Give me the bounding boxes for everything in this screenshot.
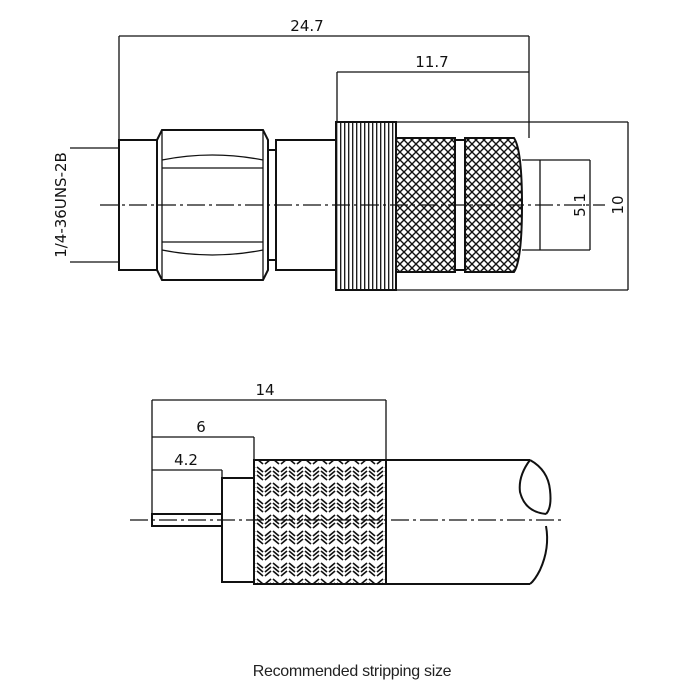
ribbed-grip — [335, 121, 397, 291]
stripping-caption: Recommended stripping size — [253, 663, 452, 680]
thread-stub — [70, 147, 119, 263]
dim-cable-diameter: 5.1 — [571, 160, 591, 250]
conductor-length-label: 4.2 — [174, 451, 198, 469]
dim-overall-length: 24.7 — [118, 17, 530, 140]
body-diameter-label: 10 — [609, 195, 627, 214]
dielectric — [221, 477, 255, 583]
dim-body-length: 11.7 — [336, 53, 529, 122]
dim-conductor-length: 4.2 — [152, 451, 223, 478]
dielectric-length-label: 6 — [196, 418, 206, 436]
body-length-label: 11.7 — [415, 53, 448, 71]
cable-jacket — [385, 459, 552, 585]
braid-shield — [253, 459, 387, 585]
overall-length-label: 24.7 — [290, 17, 323, 35]
connector-view: 24.7 11.7 5.1 10 1/4-36UNS-2B — [52, 17, 629, 291]
dim-dielectric-length: 6 — [152, 418, 255, 460]
dim-body-diameter: 10 — [396, 121, 629, 291]
stripping-view: 14 6 4.2 Recommended stripping size — [130, 381, 565, 680]
braid-length-label: 14 — [255, 381, 274, 399]
dim-braid-length: 14 — [151, 381, 387, 514]
coupling-nut — [118, 129, 269, 281]
thread-spec-label: 1/4-36UNS-2B — [52, 152, 70, 258]
cable-diameter-label: 5.1 — [571, 193, 589, 217]
